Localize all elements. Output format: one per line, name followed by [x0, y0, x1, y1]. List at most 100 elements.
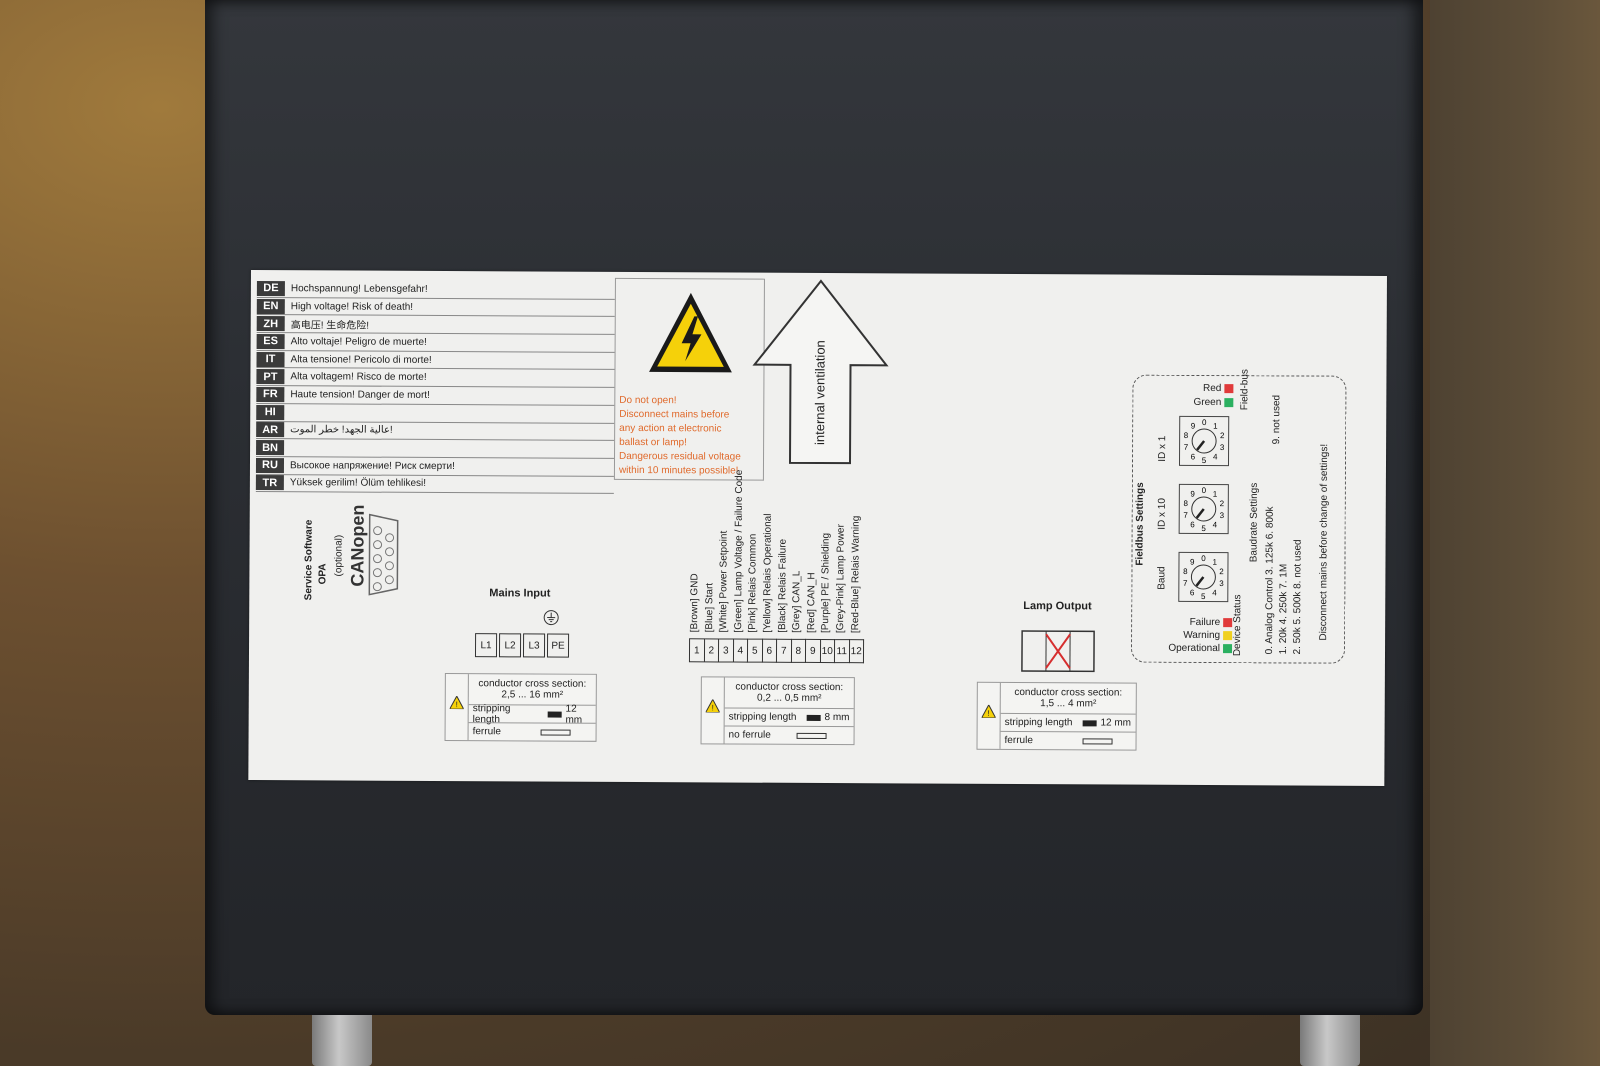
warning-text: Alto voltaje! Peligro de muerte!	[290, 336, 427, 348]
warning-text: Высокое напряжение! Риск смерти!	[289, 459, 455, 472]
status-led-label: Operational	[1168, 642, 1221, 655]
lamp-cross-value: 1,5 ... 4 mm²	[1040, 698, 1097, 710]
lang-code: IT	[256, 351, 285, 367]
floor-right	[1430, 0, 1600, 1066]
status-led-row: Failure	[1152, 616, 1233, 629]
wire-label: [Pink] Relais Common	[747, 533, 760, 633]
control-terminal: 4	[733, 638, 749, 663]
led-icon	[1223, 643, 1233, 654]
ferrule-icon	[540, 729, 571, 736]
mains-ferrule-label: ferrule	[472, 726, 501, 738]
status-label: Device Status	[1231, 594, 1244, 657]
led-icon	[1223, 617, 1233, 628]
sub-d-connector-icon	[368, 513, 399, 596]
wire-label: [Red] CAN_H	[805, 572, 818, 633]
wire-label: [Green] Lamp Voltage / Failure Code	[732, 469, 745, 633]
lang-code: EN	[256, 298, 285, 314]
dial-digit: 6	[1190, 588, 1195, 597]
mains-title: Mains Input	[489, 587, 551, 600]
fieldbus-title: Fieldbus Settings	[1134, 482, 1146, 566]
lamp-strip-value: 12 mm	[1100, 717, 1132, 729]
dial-digit: 9	[1190, 490, 1195, 499]
control-strip-label: stripping length	[728, 711, 797, 723]
control-terminal: 6	[762, 638, 778, 663]
dial-digit: 8	[1183, 567, 1188, 576]
control-terminal: 7	[776, 638, 792, 663]
dial-digit: 2	[1219, 567, 1224, 576]
warning-row: FR Haute tension! Danger de mort!	[256, 386, 615, 406]
dial-digit: 2	[1220, 431, 1225, 440]
bus-label: Field-bus	[1239, 369, 1251, 411]
control-terminal: 10	[820, 638, 836, 664]
status-led-row: Operational	[1152, 642, 1233, 655]
control-terminal: 2	[704, 638, 720, 663]
led-icon	[1224, 383, 1234, 394]
warning-text: Alta voltagem! Risco de morte!	[290, 371, 427, 384]
lamp-cross-label: conductor cross section:	[1014, 687, 1123, 699]
wire-label: [Black] Relais Failure	[776, 538, 789, 633]
dial-digit: 1	[1212, 558, 1217, 567]
warning-note-line: Disconnect mains before	[619, 408, 730, 421]
caution-icon: !	[449, 696, 464, 710]
dial-digit: 3	[1220, 443, 1225, 452]
lamp-ferrule-label: ferrule	[1004, 734, 1033, 747]
lang-code: AR	[256, 422, 285, 438]
dial-digit: 6	[1191, 452, 1196, 461]
warning-text: عالية الجهد! خطر الموت!	[290, 424, 393, 437]
dial-digit: 0	[1201, 554, 1206, 563]
mains-terminal: L3	[522, 633, 546, 658]
ventilation-arrow-icon	[752, 279, 889, 465]
caution-icon: !	[981, 704, 996, 718]
led-icon	[1223, 630, 1233, 641]
control-terminal: 5	[747, 638, 763, 663]
dial-label-id1: ID x 1	[1157, 435, 1169, 462]
status-led-label: Failure	[1189, 616, 1221, 629]
mains-terminal: L2	[498, 633, 522, 658]
dial-digit: 7	[1184, 443, 1189, 452]
control-strip-value: 8 mm	[824, 712, 850, 724]
dial-digit: 5	[1202, 456, 1207, 465]
warning-text: 高电压! 生命危险!	[290, 320, 370, 332]
warning-note-line: Dangerous residual voltage	[619, 450, 741, 463]
high-voltage-icon	[649, 292, 732, 373]
lang-code: TR	[255, 475, 284, 491]
service-optional: (optional)	[333, 534, 345, 577]
ventilation-label: internal ventilation	[812, 340, 828, 446]
control-terminal: 12	[849, 639, 865, 664]
warning-text: High voltage! Risk of death!	[290, 300, 414, 313]
bus-led-label: Green	[1193, 396, 1222, 409]
dial-digit: 9	[1191, 422, 1196, 431]
wire-label: [Yellow] Relais Operational	[762, 513, 774, 633]
dial-digit: 5	[1201, 592, 1206, 601]
dial-digit: 5	[1201, 524, 1206, 533]
strip-icon	[1082, 719, 1097, 726]
baud-row-2: 2. 50k 5. 500k 8. not used	[1292, 539, 1304, 655]
bus-led-row: Green	[1193, 396, 1234, 410]
dial-digit: 1	[1213, 422, 1218, 431]
warning-text: Hochspannung! Lebensgefahr!	[290, 283, 428, 295]
lamp-title: Lamp Output	[1023, 600, 1092, 613]
warning-row: AR عالية الجهد! خطر الموت!	[256, 421, 615, 442]
ground-icon	[543, 610, 559, 626]
service-subtitle: OPA	[317, 563, 329, 585]
lang-code: FR	[256, 386, 285, 403]
ferrule-icon	[796, 732, 827, 739]
warning-text: Haute tension! Danger de mort!	[290, 389, 430, 401]
control-terminal: 11	[834, 639, 850, 664]
